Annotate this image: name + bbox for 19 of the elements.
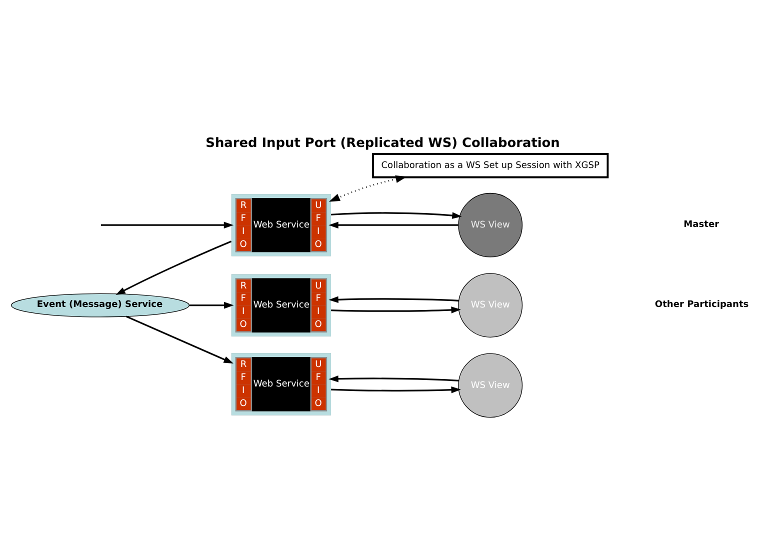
- arrow: [331, 212, 462, 219]
- node-circle: WS View: [458, 353, 523, 418]
- label: Master: [684, 220, 720, 230]
- arrow: [328, 375, 459, 382]
- arrow: [100, 222, 234, 229]
- node-circle: WS View: [458, 192, 523, 258]
- node-circle: WS View: [458, 273, 523, 338]
- arrow: [116, 240, 232, 296]
- label: Other Participants: [654, 300, 749, 310]
- arrow: [331, 306, 461, 314]
- arrow: [331, 386, 461, 394]
- arrow: [328, 296, 459, 303]
- arrow: [189, 302, 234, 309]
- arrow: [126, 316, 234, 364]
- node-ellipse: Event (Message) Service: [10, 293, 190, 318]
- arrow: [328, 222, 458, 229]
- diagram-title: Shared Input Port (Replicated WS) Collaboration: [206, 136, 560, 151]
- node-box: Collaboration as a WS Set up Session with XGSP: [372, 153, 609, 178]
- arrow: [328, 175, 407, 202]
